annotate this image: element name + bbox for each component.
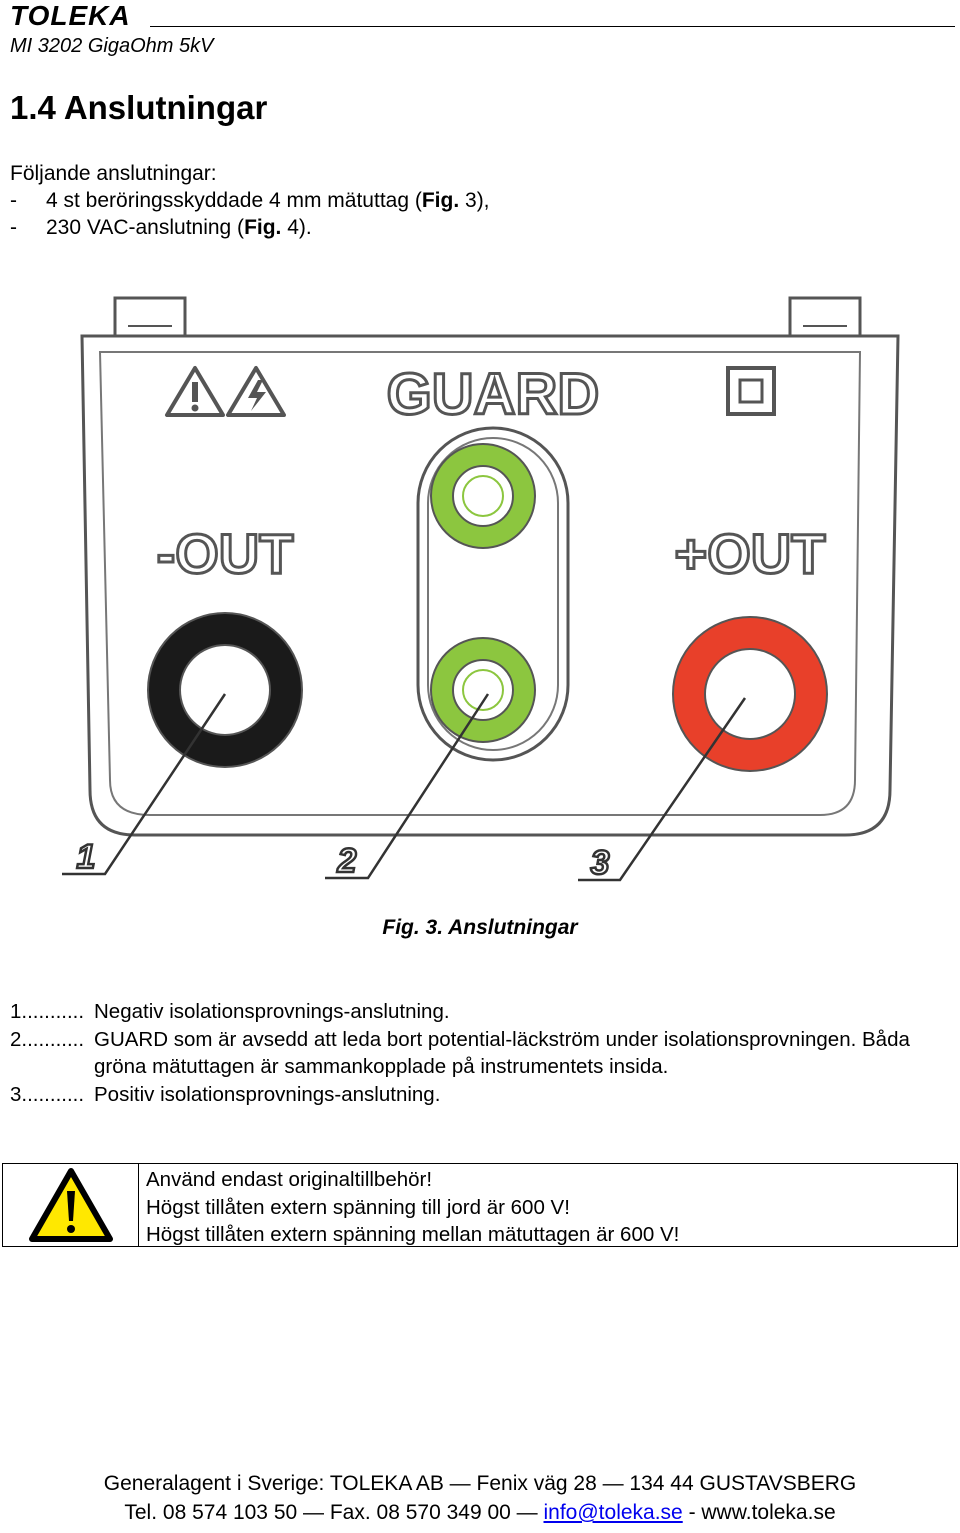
callout-line-1 xyxy=(62,693,227,876)
figure-legend: 1........... Negativ isolationsprovnings… xyxy=(10,998,950,1108)
callout-number-3: 3 xyxy=(591,844,610,882)
legend-number: 3........... xyxy=(10,1082,85,1106)
double-insulation-icon xyxy=(726,366,776,416)
warning-line: Högst tillåten extern spänning till jord… xyxy=(146,1195,570,1219)
figure-reference: Fig. xyxy=(244,216,282,239)
figure-reference: Fig. xyxy=(421,189,460,212)
callout-line-3 xyxy=(578,697,747,882)
intro-item: -4 st beröringsskyddade 4 mm mätuttag (F… xyxy=(10,189,490,212)
warning-line: Använd endast originaltillbehör! xyxy=(146,1168,433,1191)
plus-out-jack xyxy=(672,616,828,772)
warning-line: Högst tillåten extern spänning mellan mä… xyxy=(146,1223,680,1246)
document-model: MI 3202 GigaOhm 5kV xyxy=(10,35,214,57)
plus-out-label: +OUT xyxy=(675,522,826,585)
warning-icon-cell xyxy=(3,1164,139,1246)
figure-caption: Fig. 3. Anslutningar xyxy=(382,916,578,939)
footer: Generalagent i Sverige: TOLEKA AB — Feni… xyxy=(0,1469,960,1527)
section-title: 1.4 Anslutningar xyxy=(10,89,268,126)
legend-text: GUARD som är avsedd att leda bort potent… xyxy=(94,1027,910,1079)
guard-label: GUARD xyxy=(387,362,600,427)
callout-number-1: 1 xyxy=(77,838,96,876)
legend-item: 1........... Negativ isolationsprovnings… xyxy=(10,998,950,1026)
guard-jack-top xyxy=(430,443,536,549)
warning-triangle-icon xyxy=(165,366,225,417)
legend-text: Positiv isolationsprovnings-anslutning. xyxy=(94,1082,441,1106)
panel-tab-right xyxy=(788,296,862,338)
company-logo: TOLEKA xyxy=(10,0,131,31)
callout-line-2 xyxy=(325,693,490,880)
legend-number: 1........... xyxy=(10,1000,85,1023)
email-link[interactable]: info@toleka.se xyxy=(543,1501,683,1524)
connector-panel-figure: GUARD -OUT +OUT 1 2 3 xyxy=(62,296,900,883)
footer-address: Generalagent i Sverige: TOLEKA AB — Feni… xyxy=(103,1472,857,1495)
legend-number: 2........... xyxy=(10,1027,85,1051)
callout-number-2: 2 xyxy=(337,842,357,880)
legend-text: Negativ isolationsprovnings-anslutning. xyxy=(94,1000,450,1023)
minus-out-jack xyxy=(147,612,303,768)
high-voltage-icon xyxy=(226,366,286,417)
warning-sign-icon xyxy=(28,1168,113,1242)
warning-box: Använd endast originaltillbehör! Högst t… xyxy=(2,1163,958,1247)
footer-contact: Tel. 08 574 103 50 — Fax. 08 570 349 00 … xyxy=(124,1501,836,1524)
minus-out-label: -OUT xyxy=(157,522,294,585)
intro-lead: Följande anslutningar: xyxy=(10,162,217,185)
header-rule xyxy=(150,26,955,27)
intro-item: -230 VAC-anslutning (Fig. 4). xyxy=(10,216,312,239)
legend-item: 2........... GUARD som är avsedd att led… xyxy=(10,1026,950,1081)
warning-text: Använd endast originaltillbehör! Högst t… xyxy=(139,1164,679,1246)
guard-jack-bottom xyxy=(430,637,536,743)
panel-tab-left xyxy=(113,296,187,338)
legend-item: 3........... Positiv isolationsprovnings… xyxy=(10,1081,950,1109)
intro-text: Följande anslutningar: -4 st beröringssk… xyxy=(10,160,490,241)
